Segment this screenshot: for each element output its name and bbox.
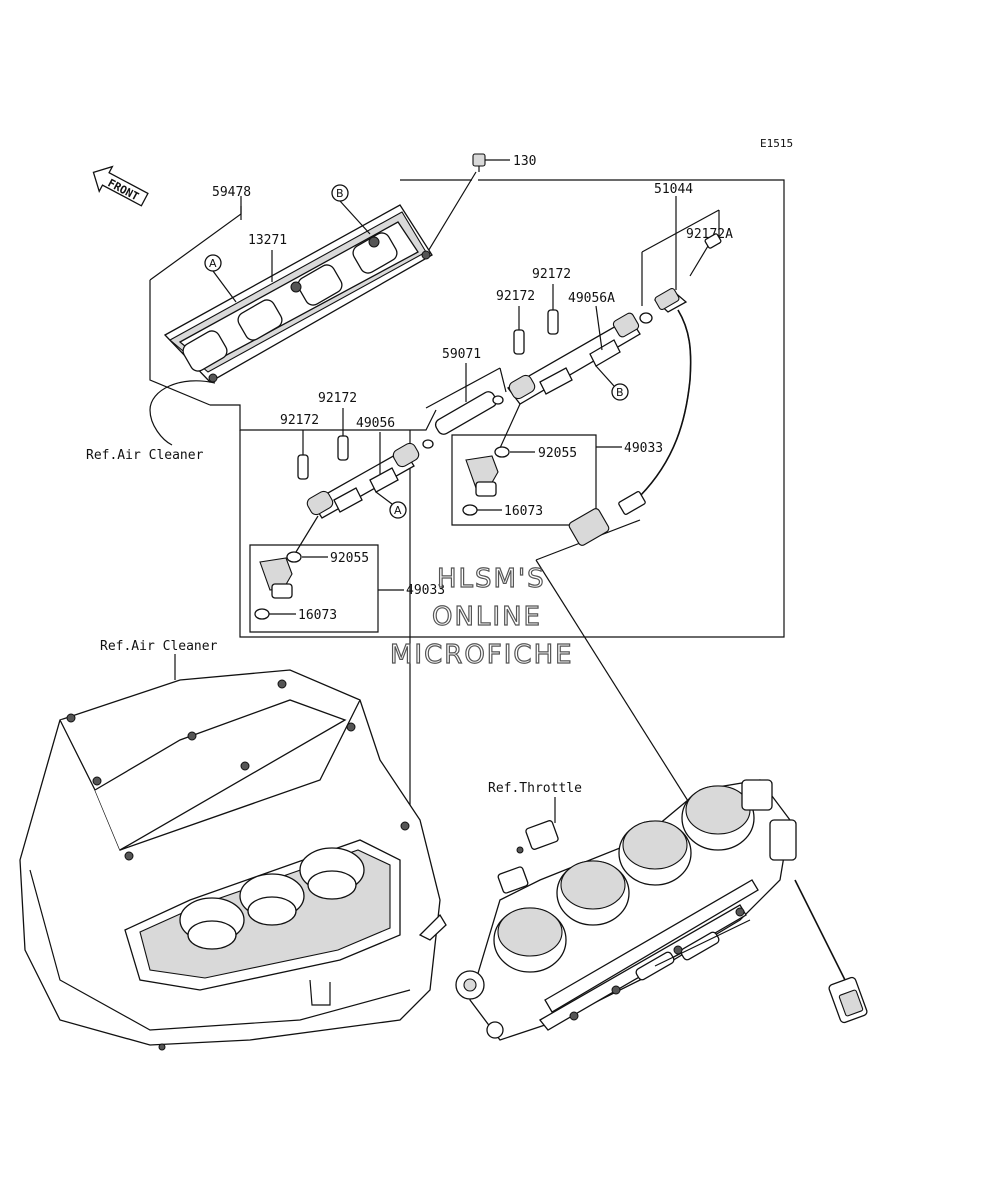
air-cleaner-hose [149, 380, 216, 446]
diagram-code: E1515 [760, 137, 793, 150]
part-label-130: 130 [513, 154, 536, 169]
part-label-16073-left: 16073 [298, 608, 337, 623]
part-label-51044: 51044 [654, 182, 693, 197]
front-arrow-icon: FRONT [92, 165, 149, 207]
part-label-49056: 49056 [356, 416, 395, 431]
watermark: HLSM'S ONLINE MICROFICHE [389, 563, 574, 670]
part-label-92172A: 92172A [686, 227, 733, 242]
part-label-59071: 59071 [442, 347, 481, 362]
part-label-92172-c: 92172 [532, 267, 571, 282]
delivery-pipe-49056: 49056 [306, 416, 420, 519]
oring-hose-end [639, 312, 653, 324]
callout-a-cover: A [209, 257, 217, 270]
callout-a-pipe: A [394, 504, 402, 517]
watermark-line-3: MICROFICHE [390, 640, 574, 670]
part-label-92055-left: 92055 [330, 551, 369, 566]
callout-b-pipe-group: B [595, 365, 629, 401]
ref-air-cleaner-top: Ref.Air Cleaner [86, 448, 204, 463]
part-label-49056A: 49056A [568, 291, 615, 306]
part-label-92055-right: 92055 [538, 446, 577, 461]
callout-b-pipe: B [616, 386, 624, 399]
throttle-body-assembly [418, 779, 868, 1041]
screw-92172A: 92172A [686, 227, 733, 277]
fuel-hose-51044: 51044 [568, 182, 720, 546]
callout-b-cover: B [336, 187, 344, 200]
callout-a-pipe-group: A [375, 491, 407, 519]
part-label-49033-left: 49033 [406, 583, 445, 598]
group-frames [149, 179, 785, 821]
cover-leaders: 59478 13271 A B [204, 184, 371, 303]
part-label-59478: 59478 [212, 185, 251, 200]
part-label-92172-b: 92172 [280, 413, 319, 428]
screws-92172-left: 92172 92172 [280, 391, 357, 480]
part-label-92172-a: 92172 [318, 391, 357, 406]
delivery-pipe-49056A: 49056A [507, 291, 641, 405]
watermark-line-1: HLSM'S [437, 564, 546, 594]
part-label-49033-right: 49033 [624, 441, 663, 456]
part-label-16073-right: 16073 [504, 504, 543, 519]
part-label-13271: 13271 [248, 233, 287, 248]
watermark-line-2: ONLINE [432, 602, 542, 632]
screws-92172-right: 92172 92172 [496, 267, 571, 355]
ref-air-cleaner-bottom: Ref.Air Cleaner [100, 639, 218, 654]
part-label-92172-d: 92172 [496, 289, 535, 304]
bolt-130: 130 [423, 153, 536, 259]
injector-49033-left: 92055 16073 49033 [254, 515, 445, 623]
air-cleaner-box [19, 669, 441, 1051]
intake-cover-59478 [163, 204, 433, 383]
ref-throttle: Ref.Throttle [488, 781, 582, 796]
injector-49033-right: 92055 16073 49033 [462, 403, 663, 519]
joint-59071: 59071 [422, 347, 507, 449]
